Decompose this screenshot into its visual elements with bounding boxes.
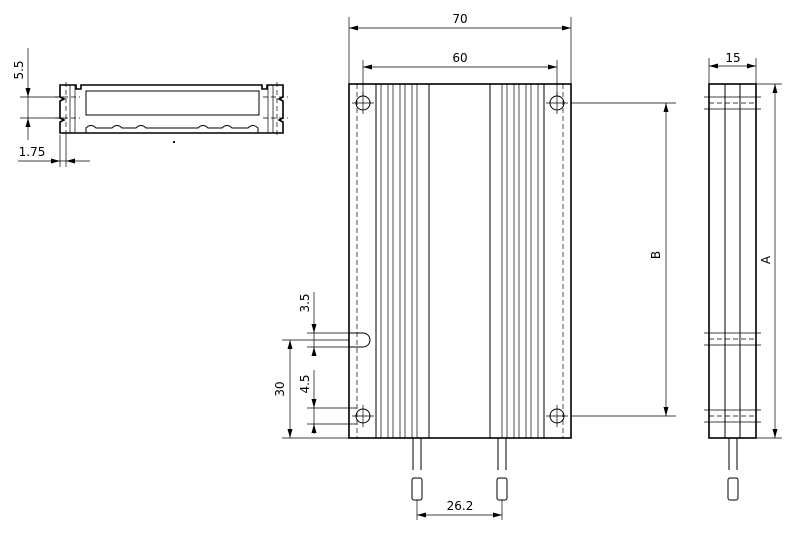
lead-wire <box>411 438 423 520</box>
dim-60-arrow <box>363 64 372 70</box>
dim-70-label: 70 <box>452 12 467 26</box>
dim-60-arrow <box>548 64 557 70</box>
dim-1-75-arrow <box>51 158 60 164</box>
dim-60-label: 60 <box>452 51 467 65</box>
dim-5-5-arrow <box>25 88 31 97</box>
side-view-outline <box>708 83 757 439</box>
side-view-hole-section <box>704 409 761 423</box>
mounting-slot <box>349 332 371 348</box>
dim-15-label: 15 <box>725 51 740 65</box>
dim-1-75-arrow <box>66 158 75 164</box>
end-view-cavity <box>85 90 260 116</box>
dim-a-arrow <box>772 429 778 438</box>
dim-30-label: 30 <box>273 381 287 396</box>
dim-b-arrow <box>663 407 669 416</box>
dim-3-5-arrow <box>311 347 317 356</box>
dim-26-2-label: 26.2 <box>447 499 474 513</box>
dim-a-arrow <box>772 84 778 93</box>
dim-5-5-arrow <box>25 118 31 127</box>
dim-30-arrow <box>287 340 293 349</box>
dim-15-arrow <box>747 63 756 69</box>
dim-4-5-label: 4.5 <box>298 374 312 393</box>
dim-a-label: A <box>759 255 773 264</box>
end-view-mark <box>172 140 176 144</box>
front-view: 70 60 B 3.5 4.5 30 <box>273 12 676 520</box>
dim-30-arrow <box>287 429 293 438</box>
dim-3-5-label: 3.5 <box>298 293 312 312</box>
mounting-hole <box>546 405 568 427</box>
side-view-lead-wire <box>727 438 739 501</box>
end-view-fins <box>85 125 259 133</box>
dim-4-5-arrow <box>311 399 317 408</box>
end-view: 5.5 1.75 <box>12 48 288 167</box>
dim-b-label: B <box>649 251 663 259</box>
front-view-outline <box>348 83 572 439</box>
lead-wire <box>496 438 508 520</box>
side-view: 15 A <box>704 51 782 501</box>
side-view-hole-section <box>704 96 761 110</box>
dim-1-75-label: 1.75 <box>19 145 46 159</box>
dim-15-arrow <box>709 63 718 69</box>
dim-4-5-arrow <box>311 424 317 433</box>
dim-70-arrow <box>562 25 571 31</box>
dim-26-2-arrow <box>417 512 426 518</box>
dim-26-2-arrow <box>493 512 502 518</box>
dim-5-5-label: 5.5 <box>12 60 26 79</box>
dim-70-arrow <box>349 25 358 31</box>
dim-b-arrow <box>663 103 669 112</box>
mounting-hole <box>352 405 374 427</box>
side-view-hole-section <box>704 332 761 346</box>
dim-3-5-arrow <box>311 324 317 333</box>
